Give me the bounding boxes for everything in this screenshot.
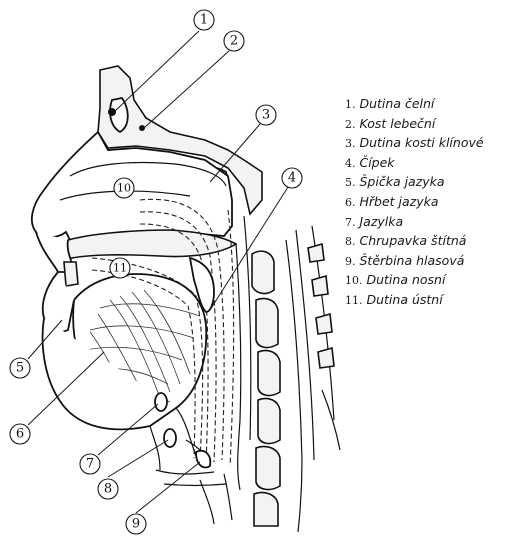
legend-item-1: 1. Dutina čelní xyxy=(345,94,484,114)
legend-text: Dutina ústní xyxy=(366,292,442,307)
marker-6-label: 6 xyxy=(16,427,24,442)
legend-text: Dutina nosní xyxy=(366,272,445,287)
legend-text: Chrupavka štítná xyxy=(359,233,466,248)
legend-number: 3. xyxy=(345,137,356,150)
legend-item-6: 6. Hřbet jazyka xyxy=(345,192,484,212)
legend-item-8: 8. Chrupavka štítná xyxy=(345,231,484,251)
legend-list: 1. Dutina čelní 2. Kost lebeční 3. Dutin… xyxy=(345,94,484,310)
marker-4: 4 xyxy=(282,168,302,188)
marker-11-label: 11 xyxy=(113,262,127,275)
legend-number: 10. xyxy=(345,274,363,287)
cervical-spine xyxy=(252,226,340,532)
marker-4-label: 4 xyxy=(288,171,296,186)
legend-number: 2. xyxy=(345,118,356,131)
legend-text: Jazylka xyxy=(359,214,403,229)
legend-item-7: 7. Jazylka xyxy=(345,212,484,232)
legend-number: 4. xyxy=(345,157,356,170)
marker-8: 8 xyxy=(98,479,118,499)
legend-number: 9. xyxy=(345,255,356,268)
marker-1-label: 1 xyxy=(200,13,208,28)
marker-5-label: 5 xyxy=(16,361,24,376)
marker-3: 3 xyxy=(256,105,276,125)
legend-text: Kost lebeční xyxy=(359,116,435,131)
legend-number: 5. xyxy=(345,176,356,189)
marker-2: 2 xyxy=(224,31,244,51)
marker-7-label: 7 xyxy=(86,457,94,472)
marker-11: 11 xyxy=(110,258,130,278)
marker-5: 5 xyxy=(10,358,30,378)
marker-1: 1 xyxy=(194,10,214,30)
legend-item-3: 3. Dutina kosti klínové xyxy=(345,133,484,153)
marker-9-label: 9 xyxy=(132,517,140,532)
legend-number: 7. xyxy=(345,216,356,229)
legend-number: 11. xyxy=(345,294,363,307)
legend-item-11: 11. Dutina ústní xyxy=(345,290,484,310)
legend-item-10: 10. Dutina nosní xyxy=(345,270,484,290)
marker-6: 6 xyxy=(10,424,30,444)
legend-item-4: 4. Čípek xyxy=(345,153,484,173)
legend-number: 6. xyxy=(345,196,356,209)
marker-8-label: 8 xyxy=(104,482,112,497)
marker-10: 10 xyxy=(114,178,134,198)
legend-item-9: 9. Štěrbina hlasová xyxy=(345,251,484,271)
legend-number: 8. xyxy=(345,235,356,248)
legend-text: Čípek xyxy=(359,155,394,170)
legend-text: Štěrbina hlasová xyxy=(359,253,464,268)
legend-text: Hřbet jazyka xyxy=(359,194,438,209)
legend-text: Dutina kosti klínové xyxy=(359,135,483,150)
legend-item-2: 2. Kost lebeční xyxy=(345,114,484,134)
legend-item-5: 5. Špička jazyka xyxy=(345,172,484,192)
marker-9: 9 xyxy=(126,514,146,534)
marker-10-label: 10 xyxy=(117,182,131,195)
legend-text: Dutina čelní xyxy=(359,96,434,111)
marker-7: 7 xyxy=(80,454,100,474)
marker-3-label: 3 xyxy=(262,108,270,123)
legend-text: Špička jazyka xyxy=(359,174,444,189)
marker-2-label: 2 xyxy=(230,34,238,49)
legend-number: 1. xyxy=(345,98,356,111)
